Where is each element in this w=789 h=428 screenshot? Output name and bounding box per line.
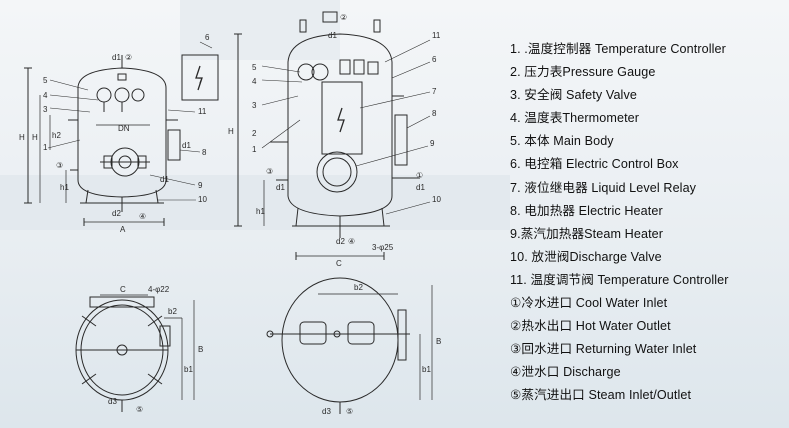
label-main-5: 5 [252,63,257,72]
main-leg-right [381,207,385,227]
front-gauge-left [96,87,112,103]
legend-item: 11. 温度调节阀 Temperature Controller [510,272,729,287]
legend-item: 10. 放泄阀Discharge Valve [510,249,662,264]
label-main-9: 9 [430,139,435,148]
component-legend: 1. .温度控制器 Temperature Controller 2. 压力表P… [510,38,786,408]
label-main-c3: ③ [266,167,273,176]
label-main-2: 2 [252,129,257,138]
front-gauge-mid [114,87,130,103]
label-front-c2: ② [125,53,132,62]
label-front-c4: ④ [139,212,146,221]
label-front-9: 9 [198,181,203,190]
label-front-8: 8 [202,148,207,157]
label-front-6: 6 [205,33,210,42]
label-front-1: 1 [43,143,48,152]
main-leg-left [295,207,299,227]
legend-item: ②热水出口 Hot Water Outlet [510,319,671,334]
legend-item: ③回水进口 Returning Water Inlet [510,342,697,357]
legend-item: ④泄水口 Discharge [510,365,621,380]
label-front-5: 5 [43,76,48,85]
label-main-c: C [336,259,342,268]
label-plan-small-c: C [120,285,126,294]
legend-item: 9.蒸汽加热器Steam Heater [510,226,664,241]
label-front-dn: DN [118,124,130,133]
label-front-4: 4 [43,91,48,100]
legend-item: 7. 液位继电器 Liquid Level Relay [510,180,697,195]
main-gauge-2 [311,63,329,81]
label-front-h: H [19,133,25,142]
label-front-d1-top: d1 [112,53,121,62]
label-front-c3: ③ [56,161,63,170]
label-front-h-inner: H [32,133,38,142]
plan-large-shell [281,277,399,403]
legend-item: 8. 电加热器 Electric Heater [510,203,663,218]
label-front-3: 3 [43,105,48,114]
label-main-h: H [228,127,234,136]
label-front-11: 11 [198,107,207,116]
main-electric-heater [394,114,408,166]
label-main-bolt3: 3-φ25 [372,243,394,252]
label-main-8: 8 [432,109,437,118]
label-plan-small-b2: b2 [168,307,177,316]
label-front-d1-side: d1 [160,175,169,184]
label-front-a: A [120,225,126,234]
label-front-d1-right: d1 [182,141,191,150]
label-plan-small-b1: b1 [184,365,193,374]
label-plan-small-bolt4: 4-φ22 [148,285,170,294]
front-gauge-right [131,88,145,102]
legend-item: ①冷水进口 Cool Water Inlet [510,296,668,311]
label-plan-large-b: B [436,337,441,346]
legend-item: 1. .温度控制器 Temperature Controller [510,42,726,56]
label-main-11: 11 [432,31,441,40]
label-plan-large-c5: ⑤ [346,407,353,416]
main-shell [287,33,393,217]
legend-item: ⑤蒸汽进出口 Steam Inlet/Outlet [510,388,692,403]
label-plan-small-d3: d3 [108,397,117,406]
label-main-10: 10 [432,195,441,204]
label-main-h1: h1 [256,207,265,216]
front-shell [77,67,167,198]
front-view [24,41,219,226]
legend-item: 4. 温度表Thermometer [510,111,640,126]
label-main-4: 4 [252,77,257,86]
main-control-box [321,81,363,155]
label-front-7: 7 [198,77,203,86]
tank-drawing: 5 4 3 1 6 7 11 8 9 10 ② d1 ③ d1 d1 d2 ④ … [0,0,510,416]
plan-view-small [75,294,195,412]
label-front-h2: h2 [52,131,61,140]
label-main-c1: ① [416,171,423,180]
legend-item: 3. 安全阀 Safety Valve [510,88,637,103]
main-gauge-1 [297,63,315,81]
front-control-box [181,54,219,101]
plan-view-large [266,277,433,414]
front-leg-right [155,189,159,204]
label-plan-large-b2: b2 [354,283,363,292]
front-leg-left [85,189,89,204]
legend-item: 2. 压力表Pressure Gauge [510,65,656,80]
label-main-6: 6 [432,55,437,64]
label-main-d1-top: d1 [328,31,337,40]
main-view [234,11,431,260]
label-plan-large-b1: b1 [422,365,431,374]
label-main-7: 7 [432,87,437,96]
legend-item: 6. 电控箱 Electric Control Box [510,157,679,172]
label-front-h1: h1 [60,183,69,192]
label-plan-small-b: B [198,345,203,354]
label-main-d2: d2 [336,237,345,246]
label-front-d2: d2 [112,209,121,218]
main-heater-flange [316,151,358,193]
label-main-1: 1 [252,145,257,154]
label-plan-large-d3: d3 [322,407,331,416]
label-main-c4: ④ [348,237,355,246]
label-main-d1-left: d1 [276,183,285,192]
label-main-3: 3 [252,101,257,110]
legend-item: 5. 本体 Main Body [510,134,614,149]
front-electric-heater [167,129,181,161]
label-main-d1-right: d1 [416,183,425,192]
label-front-10: 10 [198,195,207,204]
label-main-c2: ② [340,13,347,22]
label-plan-small-c5: ⑤ [136,405,143,414]
